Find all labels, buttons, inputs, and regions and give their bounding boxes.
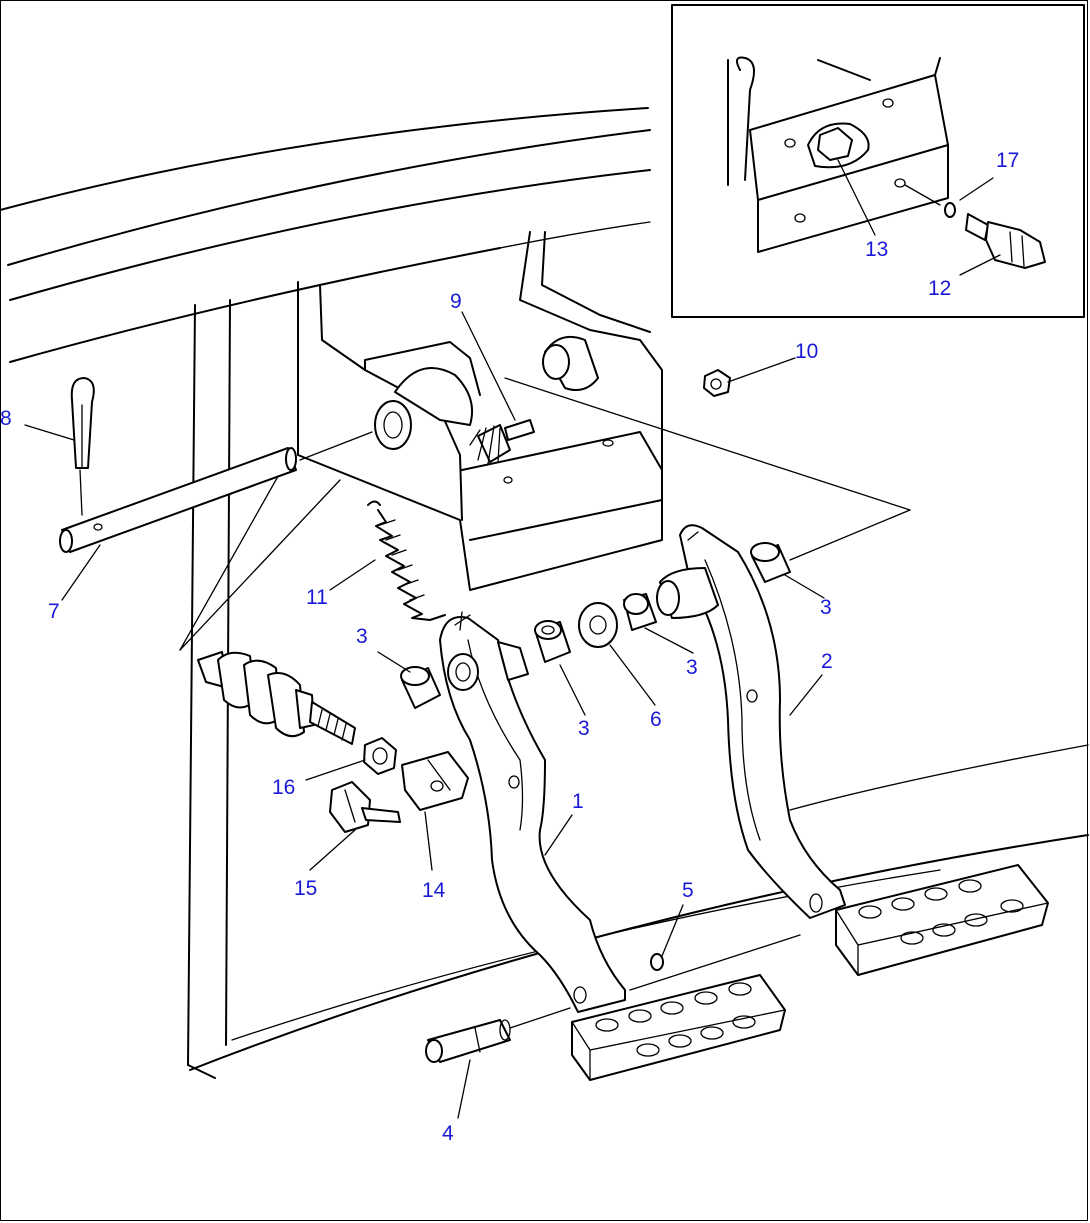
pedal-part-1 bbox=[439, 611, 626, 1013]
callouts: 1 2 3 3 3 3 4 5 6 7 8 9 10 11 12 13 14 1… bbox=[0, 149, 1019, 1145]
bushing-part-3-left bbox=[400, 666, 441, 709]
callout-10: 10 bbox=[795, 340, 818, 363]
callout-6: 6 bbox=[650, 708, 662, 731]
washer-part-6 bbox=[578, 602, 618, 648]
callout-14: 14 bbox=[422, 879, 446, 902]
bushing-part-3-right bbox=[623, 593, 657, 631]
clevis-pin-part-4 bbox=[425, 1007, 571, 1063]
cotter-pin-part-8 bbox=[70, 377, 95, 469]
callout-3-upper: 3 bbox=[820, 596, 832, 619]
callout-15: 15 bbox=[294, 877, 317, 900]
pedal-part-2 bbox=[656, 524, 846, 919]
callout-11: 11 bbox=[306, 586, 328, 609]
bolt-part-9 bbox=[469, 419, 535, 465]
callout-13: 13 bbox=[865, 238, 888, 261]
leader-lines bbox=[24, 159, 1001, 1119]
callout-9: 9 bbox=[450, 290, 462, 313]
nut-part-10 bbox=[703, 369, 731, 397]
callout-3-mid: 3 bbox=[578, 717, 590, 740]
callout-3-right: 3 bbox=[686, 656, 698, 679]
callout-4: 4 bbox=[442, 1122, 454, 1145]
callout-8: 8 bbox=[0, 407, 12, 430]
pedal-pad-part-1 bbox=[571, 974, 786, 1081]
clevis-part-14 bbox=[401, 751, 469, 811]
callout-2: 2 bbox=[821, 650, 833, 673]
clip-pin-part-15 bbox=[329, 781, 401, 833]
inset-detail bbox=[671, 4, 1085, 318]
bushing-part-3-upper bbox=[750, 542, 791, 583]
master-cylinder-rod bbox=[197, 651, 356, 745]
pivot-pin-part-7 bbox=[59, 431, 373, 553]
return-spring-part-11 bbox=[367, 500, 446, 621]
pedal-bracket bbox=[179, 231, 911, 651]
callout-12: 12 bbox=[928, 277, 951, 300]
callout-1: 1 bbox=[572, 790, 584, 813]
callout-3-left: 3 bbox=[356, 625, 368, 648]
bushing-part-3-mid bbox=[534, 620, 571, 663]
pedal-pad-part-2 bbox=[835, 864, 1049, 976]
callout-7: 7 bbox=[48, 600, 60, 623]
callout-16: 16 bbox=[272, 776, 295, 799]
lock-nut-part-16 bbox=[363, 737, 397, 775]
snap-ring-part-5 bbox=[629, 934, 801, 991]
callout-17: 17 bbox=[996, 149, 1019, 172]
callout-5: 5 bbox=[682, 879, 694, 902]
